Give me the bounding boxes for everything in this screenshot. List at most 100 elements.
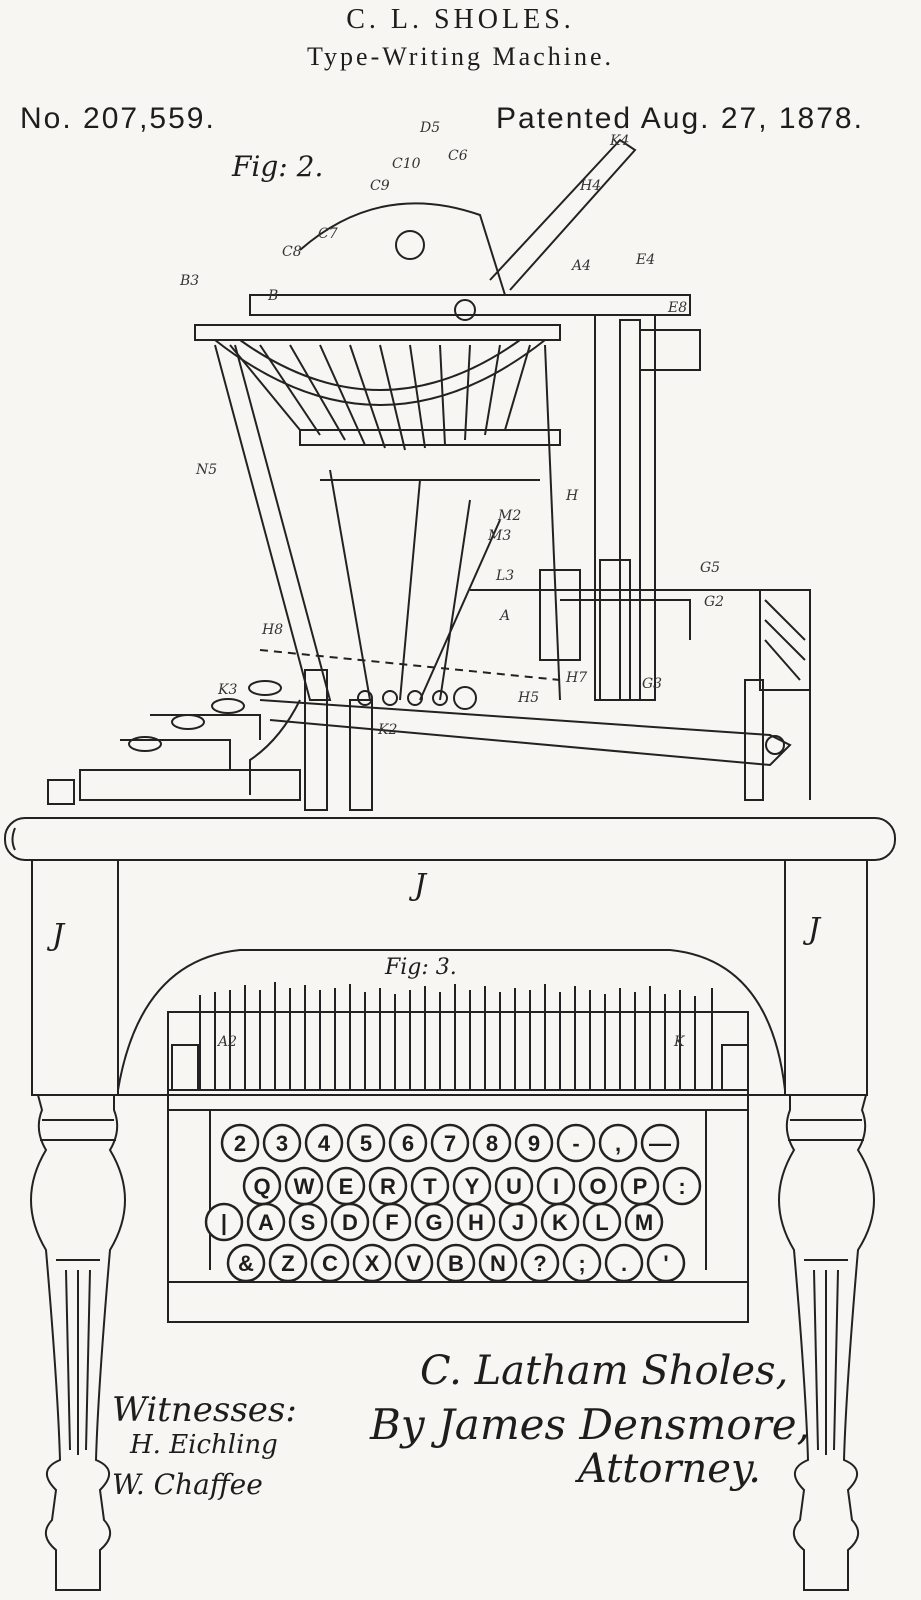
table: [4, 817, 896, 1591]
patent-title: Type-Writing Machine.: [306, 42, 615, 71]
reference-letter: L3: [495, 568, 514, 584]
key-label: Y: [465, 1174, 480, 1199]
key-label: V: [407, 1251, 422, 1276]
key-label: R: [380, 1174, 396, 1199]
key-label: D: [342, 1210, 358, 1235]
key-cap: [478, 1243, 518, 1283]
reference-letter: C6: [448, 148, 468, 164]
reference-letter: A2: [216, 1034, 237, 1050]
key-cap: [582, 1202, 622, 1242]
reference-letter: C9: [370, 178, 390, 194]
reference-letter: H7: [565, 670, 587, 686]
witness-signature-2: W. Chaffee: [112, 1468, 263, 1501]
key-cap: [598, 1123, 638, 1163]
key-label: 7: [444, 1131, 456, 1156]
key-cap: [624, 1202, 664, 1242]
reference-letter: H4: [579, 178, 601, 194]
key-label: -: [572, 1131, 579, 1156]
key-label: 8: [486, 1131, 498, 1156]
key-label: N: [490, 1251, 506, 1276]
table-label-left: J: [52, 918, 65, 953]
key-label: ,: [615, 1131, 621, 1156]
reference-letter: D5: [419, 120, 440, 136]
patent-date: Patented Aug. 27, 1878.: [496, 102, 864, 135]
key-label: L: [595, 1210, 608, 1235]
reference-letter: G3: [642, 676, 662, 692]
key-label: ': [663, 1251, 668, 1276]
key-label: T: [423, 1174, 437, 1199]
reference-letter: K3: [217, 682, 237, 698]
reference-letter: H5: [517, 690, 539, 706]
key-label: F: [385, 1210, 398, 1235]
key-label: A: [258, 1210, 274, 1235]
reference-letter: K: [673, 1034, 686, 1050]
key-label: H: [468, 1210, 484, 1235]
attorney-signature: By James Densmore,: [370, 1400, 810, 1449]
reference-letter: M3: [487, 528, 511, 544]
reference-letter: A4: [570, 258, 591, 274]
key-label: ;: [578, 1251, 585, 1276]
key-cap: [346, 1123, 386, 1163]
key-cap: [498, 1202, 538, 1242]
key-label: S: [301, 1210, 316, 1235]
key-cap: [472, 1123, 512, 1163]
figure-2-label: Fig: 2.: [232, 150, 324, 183]
figure-3-label: Fig: 3.: [385, 955, 457, 980]
key-label: C: [322, 1251, 338, 1276]
key-cap: [436, 1243, 476, 1283]
key-cap: [662, 1166, 702, 1206]
key-label: B: [448, 1251, 464, 1276]
reference-letter: M2: [497, 508, 521, 524]
reference-letter: C8: [282, 244, 302, 260]
key-cap: [288, 1202, 328, 1242]
key-cap: [204, 1202, 244, 1242]
reference-letter: B: [267, 288, 278, 304]
key-cap: [246, 1202, 286, 1242]
key-cap: [514, 1123, 554, 1163]
key-cap: [414, 1202, 454, 1242]
key-cap: [388, 1123, 428, 1163]
key-label: J: [512, 1210, 524, 1235]
key-label: .: [621, 1251, 627, 1276]
reference-letter: G5: [700, 560, 720, 576]
key-cap: [220, 1123, 260, 1163]
attorney-label: Attorney.: [578, 1446, 761, 1492]
key-label: —: [649, 1131, 671, 1156]
key-label: O: [589, 1174, 606, 1199]
key-label: X: [365, 1251, 380, 1276]
key-cap: [604, 1243, 644, 1283]
table-label-front: J: [414, 868, 427, 903]
key-label: G: [425, 1210, 442, 1235]
key-cap: [556, 1123, 596, 1163]
key-cap: [372, 1202, 412, 1242]
key-label: :: [678, 1174, 685, 1199]
key-cap: [304, 1123, 344, 1163]
inventor-signature: C. Latham Sholes,: [420, 1348, 789, 1394]
key-label: ?: [533, 1251, 546, 1276]
reference-letter: A: [498, 608, 510, 624]
key-label: 6: [402, 1131, 414, 1156]
reference-letter: C7: [318, 226, 338, 242]
key-cap: [330, 1202, 370, 1242]
key-cap: [268, 1243, 308, 1283]
key-cap: [520, 1243, 560, 1283]
key-cap: [226, 1243, 266, 1283]
key-label: M: [635, 1210, 653, 1235]
table-label-right: J: [808, 912, 821, 947]
key-cap: [640, 1123, 680, 1163]
key-cap: [310, 1243, 350, 1283]
keyboard-frame: [167, 982, 749, 1323]
reference-letter: K2: [377, 722, 397, 738]
reference-letter: B3: [179, 273, 199, 289]
reference-letter: K4: [609, 133, 629, 149]
key-label: I: [553, 1174, 559, 1199]
key-label: 9: [528, 1131, 540, 1156]
reference-letter: N5: [195, 462, 217, 478]
key-cap: [540, 1202, 580, 1242]
key-label: E: [339, 1174, 354, 1199]
key-cap: [262, 1123, 302, 1163]
key-label: 5: [360, 1131, 372, 1156]
